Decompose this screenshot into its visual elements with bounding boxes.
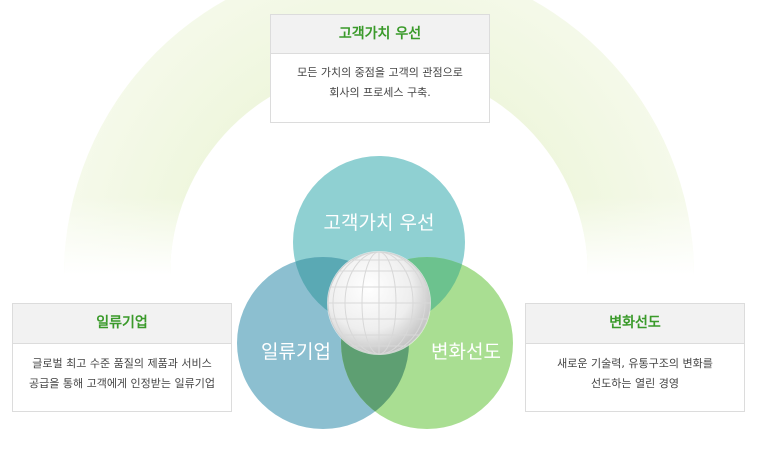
first-class-box: 일류기업 글로벌 최고 수준 품질의 제품과 서비스 공급을 통해 고객에게 인… bbox=[12, 303, 232, 412]
description-line: 회사의 프로세스 구축. bbox=[329, 86, 431, 99]
background-arc bbox=[64, 0, 694, 275]
circle-label-change-leading: 변화선도 bbox=[431, 341, 501, 363]
change-leading-title: 변화선도 bbox=[526, 304, 744, 344]
customer-value-description: 모든 가치의 중점을 고객의 관점으로 회사의 프로세스 구축. bbox=[271, 54, 489, 103]
circle-label-first-class: 일류기업 bbox=[261, 341, 331, 363]
globe-icon bbox=[327, 251, 431, 355]
first-class-title: 일류기업 bbox=[13, 304, 231, 344]
circle-label-customer-value: 고객가치 우선 bbox=[324, 212, 435, 234]
description-line: 선도하는 열린 경영 bbox=[591, 377, 679, 390]
description-line: 모든 가치의 중점을 고객의 관점으로 bbox=[297, 66, 463, 79]
customer-value-title: 고객가치 우선 bbox=[271, 15, 489, 54]
description-line: 공급을 통해 고객에게 인정받는 일류기업 bbox=[28, 377, 216, 390]
change-leading-description: 새로운 기술력, 유통구조의 변화를 선도하는 열린 경영 bbox=[526, 344, 744, 394]
description-line: 글로벌 최고 수준 품질의 제품과 서비스 bbox=[32, 357, 212, 370]
description-line: 새로운 기술력, 유통구조의 변화를 bbox=[557, 357, 713, 370]
customer-value-box: 고객가치 우선 모든 가치의 중점을 고객의 관점으로 회사의 프로세스 구축. bbox=[270, 14, 490, 123]
first-class-description: 글로벌 최고 수준 품질의 제품과 서비스 공급을 통해 고객에게 인정받는 일… bbox=[13, 344, 231, 394]
change-leading-box: 변화선도 새로운 기술력, 유통구조의 변화를 선도하는 열린 경영 bbox=[525, 303, 745, 412]
